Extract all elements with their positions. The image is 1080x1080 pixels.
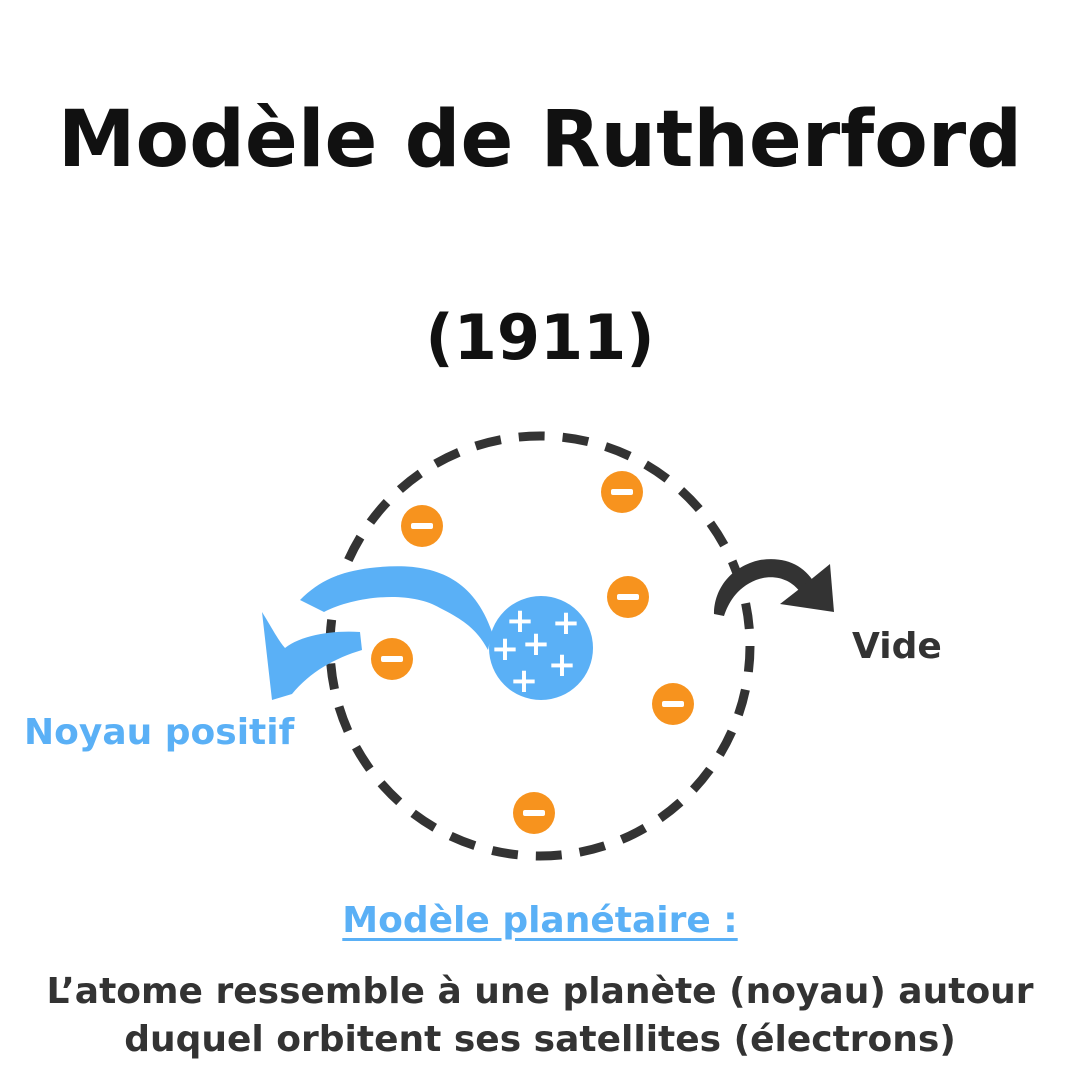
electron xyxy=(601,471,643,513)
nucleus-arrow xyxy=(262,566,492,700)
proton-sign: + xyxy=(506,601,535,641)
description: L’atome ressemble à une planète (noyau) … xyxy=(0,968,1080,1064)
electron xyxy=(401,505,443,547)
electron xyxy=(652,683,694,725)
proton-sign: + xyxy=(552,603,581,643)
electron xyxy=(513,792,555,834)
electron xyxy=(607,576,649,618)
description-line-1: L’atome ressemble à une planète (noyau) … xyxy=(46,971,1034,1012)
year-label: (1911) xyxy=(425,301,655,374)
proton-sign: + xyxy=(510,661,539,701)
description-line-2: duquel orbitent ses satellites (électron… xyxy=(124,1019,956,1060)
page-title: Modèle de Rutherford xyxy=(57,95,1023,185)
nucleus-label: Noyau positif xyxy=(24,712,295,753)
proton-sign: + xyxy=(522,624,551,664)
nucleus xyxy=(489,596,593,700)
proton-sign: + xyxy=(548,645,577,685)
void-arrow xyxy=(714,559,834,616)
atom-boundary xyxy=(325,431,755,861)
void-label: Vide xyxy=(852,626,942,667)
electron xyxy=(371,638,413,680)
proton-signs: + + + + + + xyxy=(491,601,581,701)
proton-sign: + xyxy=(491,629,520,669)
section-subtitle: Modèle planétaire : xyxy=(342,900,738,941)
